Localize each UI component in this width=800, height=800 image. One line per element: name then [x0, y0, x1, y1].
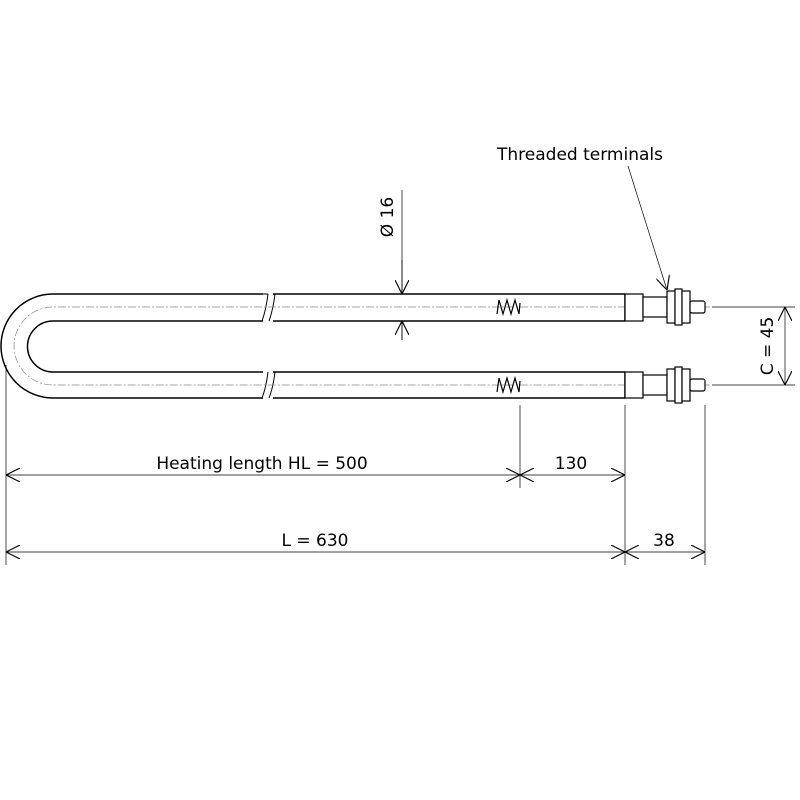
- c-spacing-label: C = 45: [758, 317, 778, 376]
- coil-symbol: [496, 297, 521, 395]
- cold-zone-label: 130: [555, 454, 587, 474]
- heating-length-label: Heating length HL = 500: [156, 454, 367, 474]
- diameter-label: Ø 16: [378, 197, 398, 237]
- threaded-terminals-label: Threaded terminals: [496, 145, 663, 165]
- terminal-length-label: 38: [653, 531, 675, 551]
- threaded-terminal-bottom: [624, 366, 706, 404]
- centerlines: [13, 306, 710, 386]
- threaded-terminal-top: [624, 288, 706, 326]
- dimension-lines: [6, 165, 785, 552]
- overall-length-label: L = 630: [282, 531, 349, 551]
- u-tube: [0, 293, 626, 399]
